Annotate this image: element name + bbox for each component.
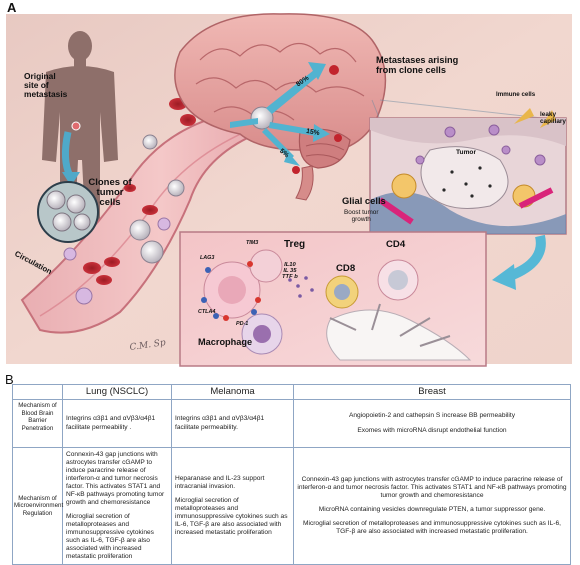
column-header-breast: Breast bbox=[293, 384, 571, 400]
cell-lung-bbb: Integrins α3β1 and αVβ3/α4β1 facilitate … bbox=[62, 399, 172, 448]
panel-a-letter: A bbox=[7, 0, 17, 15]
distribution-arrows bbox=[230, 62, 330, 166]
clone-cells bbox=[46, 190, 91, 232]
label-cd8: CD8 bbox=[336, 263, 356, 274]
label-boost-growth: Boost tumor growth bbox=[344, 209, 379, 223]
brainstem bbox=[295, 165, 314, 201]
table-corner-cell bbox=[12, 384, 63, 400]
label-macrophage: Macrophage bbox=[198, 337, 253, 347]
column-header-lung: Lung (NSCLC) bbox=[62, 384, 172, 400]
label-cytokines: IL10 IL 35 TTF b bbox=[282, 262, 298, 281]
primary-tumor-dot bbox=[71, 121, 81, 131]
table-row-microenvironment: Mechanism of Microenvironment Regulation… bbox=[12, 446, 571, 565]
label-cd4: CD4 bbox=[386, 239, 406, 250]
tumor-zoom-box bbox=[369, 108, 567, 235]
table-row-bbb: Mechanism of Blood Brain Barrier Penetra… bbox=[12, 399, 571, 448]
brain bbox=[174, 13, 387, 201]
comparison-table: Lung (NSCLC) Melanoma Breast Mechanism o… bbox=[12, 384, 571, 565]
label-treg: Treg bbox=[284, 239, 306, 250]
label-glial-cells: Glial cells bbox=[342, 195, 386, 206]
cell-melanoma-microenvironment: Heparanase and IL-23 support intracrania… bbox=[171, 446, 294, 565]
label-original-site: Original site of metastasis bbox=[24, 71, 68, 99]
label-metastases: Metastases arising from clone cells bbox=[376, 55, 459, 75]
label-lag3: LAG3 bbox=[200, 255, 215, 261]
row-header-bbb: Mechanism of Blood Brain Barrier Penetra… bbox=[12, 399, 63, 448]
circulating-tumor-cells bbox=[63, 134, 185, 305]
cell-breast-bbb: Angiopoietin-2 and cathepsin S increase … bbox=[293, 399, 571, 448]
immune-zoom-box bbox=[179, 231, 487, 367]
panel-a-artwork: C.M. Sp bbox=[6, 13, 572, 367]
arrow-head-clones bbox=[62, 172, 80, 186]
arrow-head-immune bbox=[492, 264, 516, 290]
label-ctla4: CTLA4 bbox=[198, 309, 216, 315]
panel-a-illustration: C.M. Sp A Original site of metastasis Cl… bbox=[6, 0, 572, 367]
panel-b-letter: B bbox=[5, 372, 14, 387]
column-header-melanoma: Melanoma bbox=[171, 384, 294, 400]
cell-melanoma-bbb: Integrins α3β1 and αVβ3/α4β1 facilitate … bbox=[171, 399, 294, 448]
label-tumor: Tumor bbox=[456, 149, 477, 156]
arrow-to-immune-box bbox=[508, 234, 546, 281]
cell-lung-microenvironment: Connexin-43 gap junctions with astrocyte… bbox=[62, 446, 172, 565]
label-clones: Clones of tumor cells bbox=[88, 177, 132, 208]
label-tim3: TIM3 bbox=[246, 240, 259, 246]
label-pd1: PD-1 bbox=[236, 321, 249, 327]
cell-breast-microenvironment: Connexin-43 gap junctions with astrocyte… bbox=[293, 446, 571, 565]
row-header-microenvironment: Mechanism of Microenvironment Regulation bbox=[12, 446, 63, 565]
table-header-row: Lung (NSCLC) Melanoma Breast bbox=[12, 384, 571, 400]
brain-metastasis-sites bbox=[292, 65, 342, 174]
label-leaky-capillary: leaky capillary bbox=[540, 111, 566, 125]
label-immune-cells: Immune cells bbox=[496, 91, 536, 98]
